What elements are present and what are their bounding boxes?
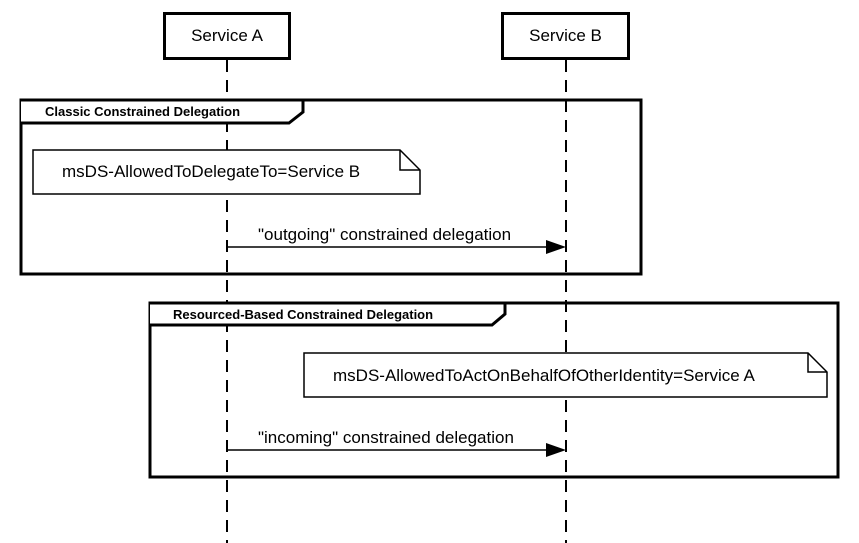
note-rbcd-fold [807,353,827,373]
participant-service-a-label: Service A [191,26,263,45]
frame-classic-title: Classic Constrained Delegation [45,104,241,119]
participant-service-b-label: Service B [529,26,602,45]
note-rbcd-text: msDS-AllowedToActOnBehalfOfOtherIdentity… [333,366,755,385]
note-classic-shape [32,149,421,195]
frame-rbcd-tab [150,301,507,327]
frame-rbcd-title: Resourced-Based Constrained Delegation [173,307,434,322]
note-classic-text: msDS-AllowedToDelegateTo=Service B [62,162,361,181]
frame-classic-tab [21,98,305,125]
message-outgoing-label: "outgoing" constrained delegation [258,225,512,244]
note-classic-fold [399,150,420,171]
message-outgoing-arrowhead [546,240,566,254]
note-rbcd-shape [303,352,828,398]
message-incoming-label: "incoming" constrained delegation [258,428,514,447]
frame-classic-box [19,98,643,276]
message-incoming-arrowhead [546,443,566,457]
participant-service-a: Service A [163,12,291,60]
participant-service-b: Service B [501,12,630,60]
